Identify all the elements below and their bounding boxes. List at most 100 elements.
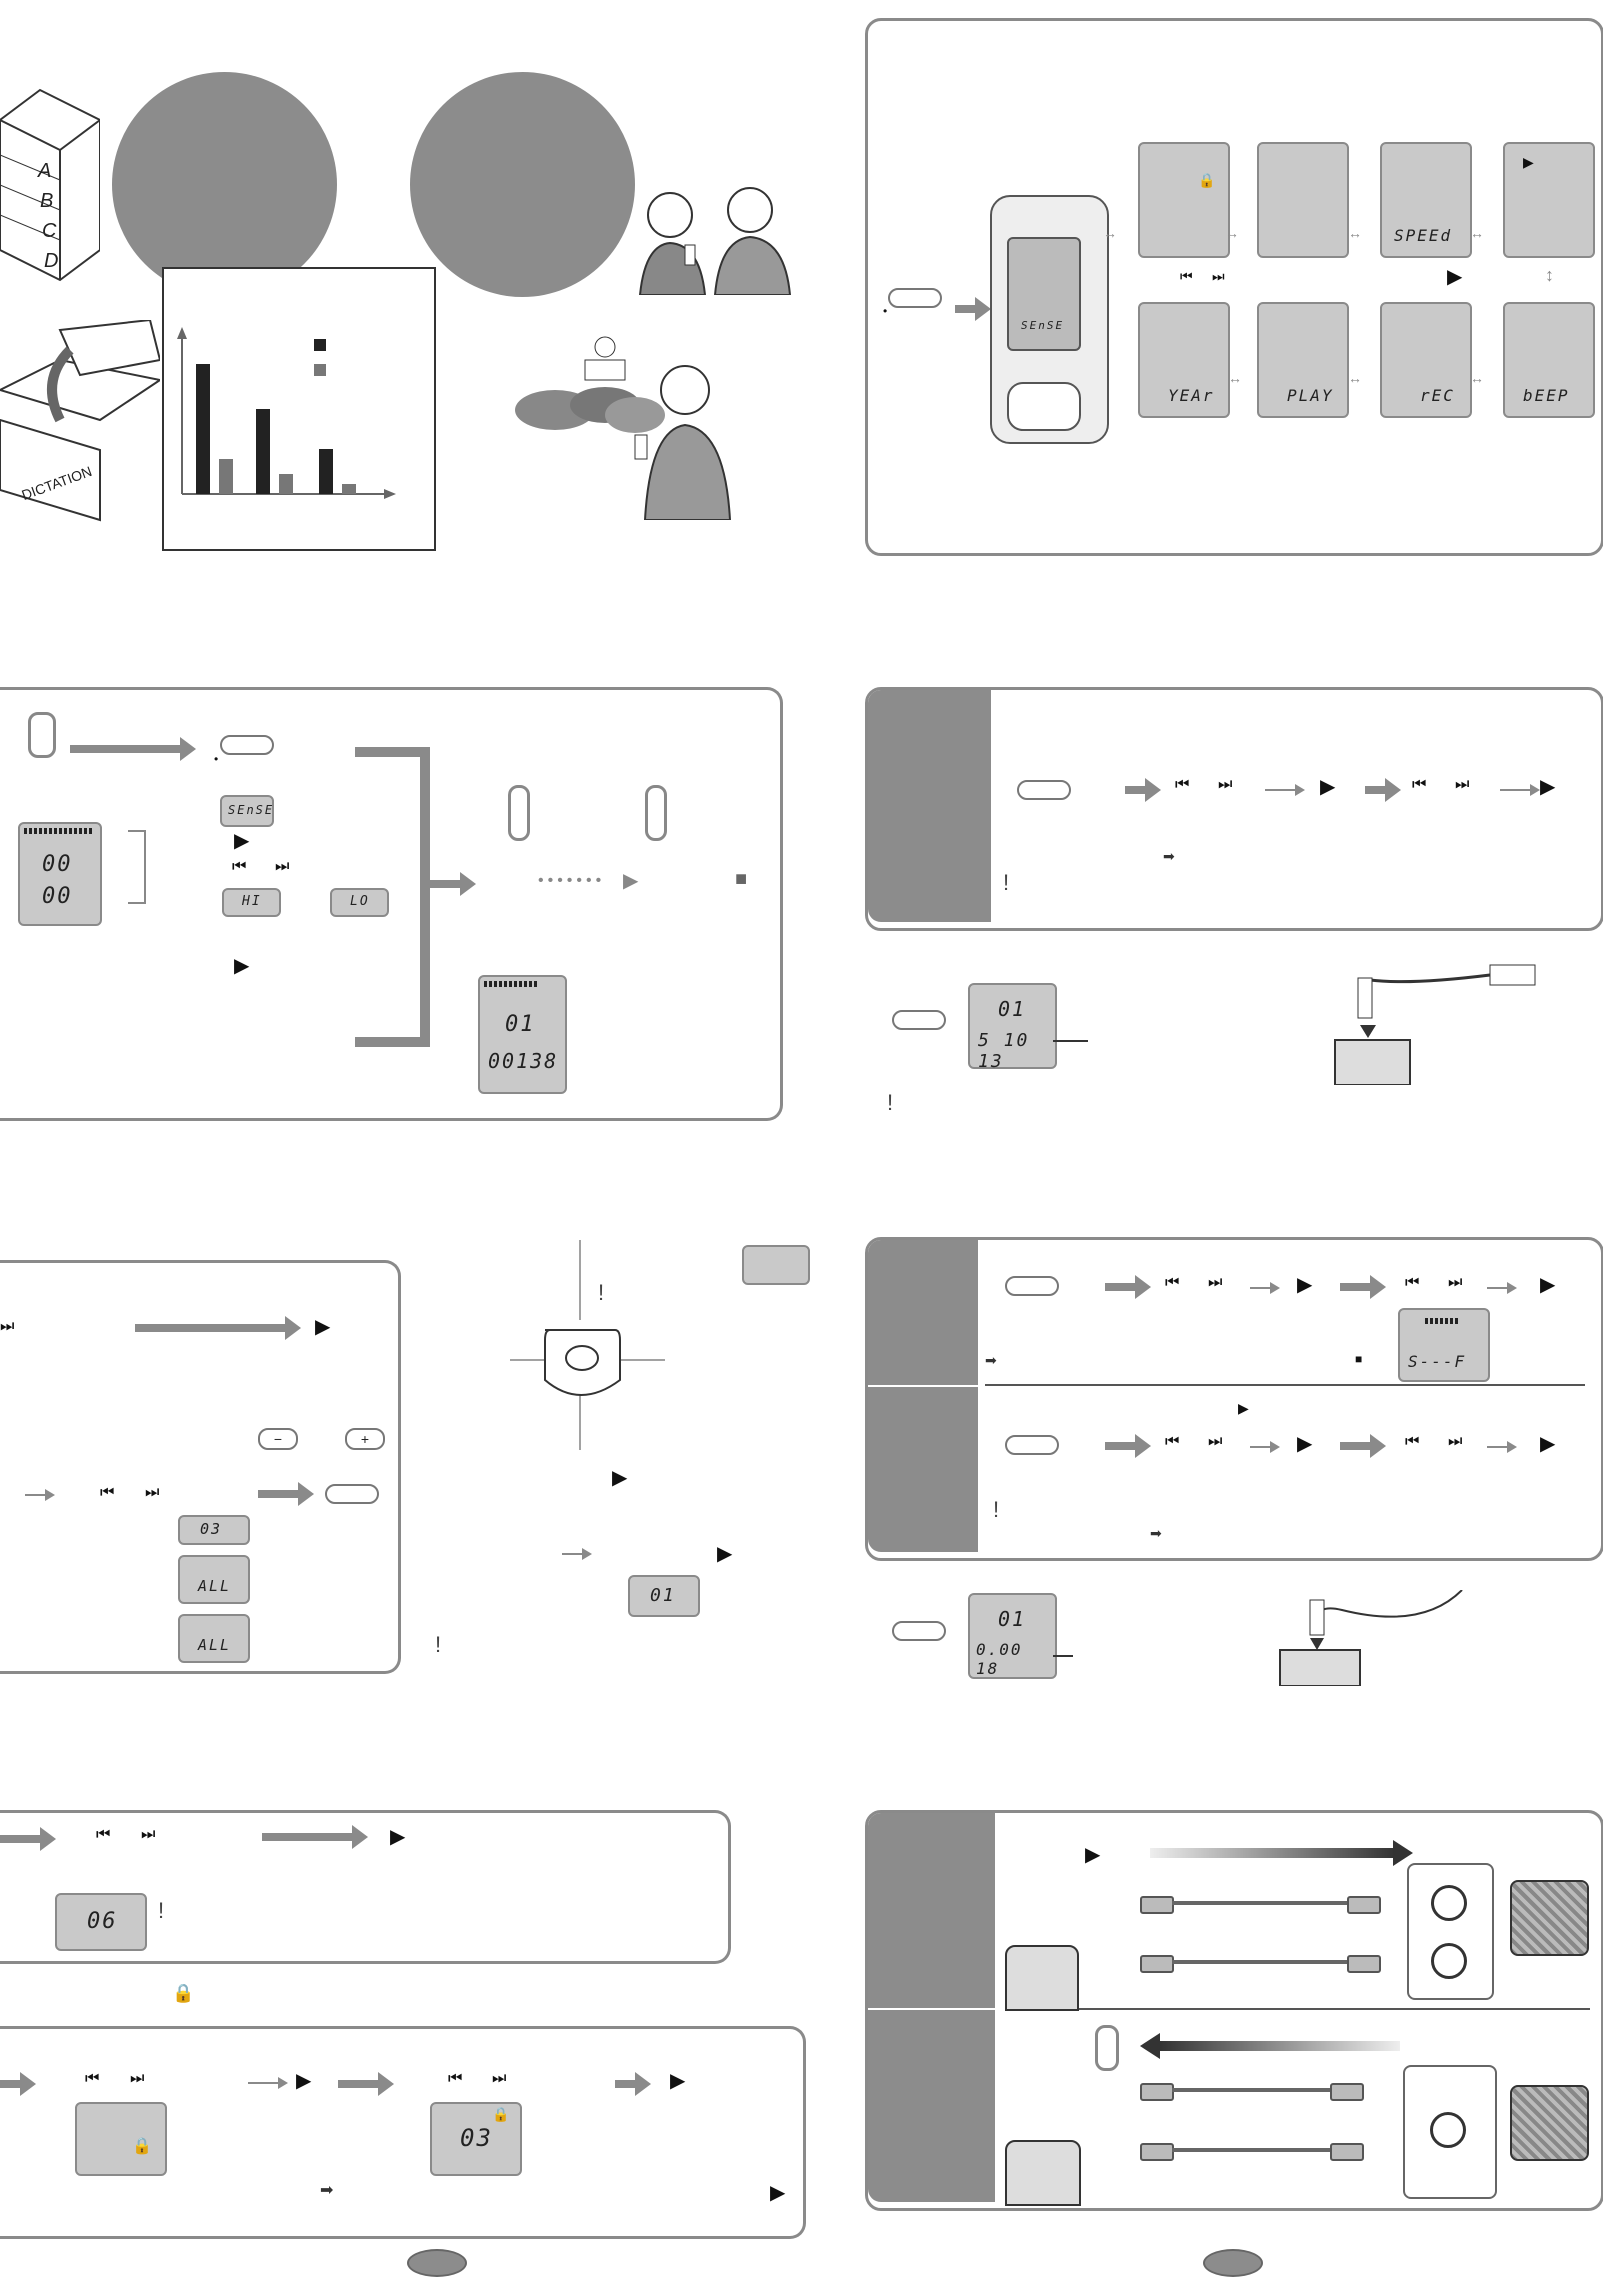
skip-back-icon-p2: ⏮	[1405, 1274, 1420, 1291]
arrow-bullet-v: ➡	[1163, 848, 1175, 864]
plug-2a	[1140, 1955, 1174, 1973]
lcd-small-status	[742, 1245, 810, 1285]
lcd-play-counter: 0.00 18	[976, 1640, 1023, 1678]
arrow-p7	[1340, 1434, 1386, 1458]
skip-fwd-icon-d: ⏭	[141, 1826, 156, 1843]
progress-dots: •••••••	[538, 872, 606, 889]
drawer-label-b: B	[40, 190, 54, 212]
gradient-arrow-right	[1150, 1848, 1395, 1858]
menu-button-e[interactable]	[892, 1621, 946, 1641]
arrow-10	[248, 2077, 288, 2089]
nav-button-diagram	[510, 1240, 670, 1450]
cable-1	[1172, 1901, 1347, 1905]
lcd-repeat-03: 03	[178, 1515, 250, 1545]
play-icon-dub: ▶	[1085, 1844, 1101, 1866]
arrow-p5	[1105, 1434, 1151, 1458]
stop-icon-p1: ■	[1355, 1352, 1363, 1366]
menu-button-b[interactable]	[325, 1484, 379, 1504]
menu-rec-text: rEC	[1420, 386, 1455, 405]
filing-cabinet-illustration: A B C D	[0, 80, 101, 310]
exclaim-icon: !	[598, 1280, 605, 1305]
dictation-box-illustration: DICTATION	[0, 318, 163, 540]
lcd-recording: 01 00138	[478, 975, 567, 1094]
arrow-bullet-p2: ➡	[1150, 1525, 1162, 1541]
lcd-repeat-all-2: ALL	[178, 1614, 250, 1663]
skip-back-icon-c: ⏮	[96, 1826, 111, 1843]
lcd-lock-blink-text: 03	[460, 2124, 493, 2152]
vertical-double-arrow: ↕	[1545, 265, 1554, 285]
arrow-p2	[1250, 1282, 1280, 1294]
stop-icon: ■	[735, 868, 748, 890]
lcd-lo-text: LO	[350, 894, 370, 909]
lcd-blink-01-text: 01	[650, 1585, 676, 1606]
double-arrow: ↔	[1225, 225, 1239, 241]
menu-button[interactable]	[220, 735, 274, 755]
skip-back-icon-v2: ⏮	[1412, 776, 1427, 793]
arrow-p6	[1250, 1441, 1280, 1453]
page-number-right	[1203, 2249, 1263, 2277]
play-icon-v2: ▶	[1540, 776, 1556, 798]
menu-beep-text: bEEP	[1523, 386, 1570, 405]
lock-icon: 🔒	[132, 2138, 152, 2155]
arrow-bullet: ➡	[320, 2182, 334, 2199]
play-icon-p2: ▶	[1540, 1274, 1556, 1296]
play-icon-c: ▶	[612, 1467, 628, 1489]
earphone-connect-illustration	[1262, 1589, 1472, 1687]
play-icon: ▶	[234, 830, 250, 852]
bracket	[128, 830, 146, 904]
arrow-7	[0, 1827, 56, 1851]
arrow	[70, 737, 196, 761]
menu-button-p1[interactable]	[1005, 1276, 1059, 1296]
drawer-label-d: D	[44, 250, 59, 272]
play-icon-p1: ▶	[1297, 1274, 1313, 1296]
menu-settings-panel	[865, 18, 1603, 556]
interview-illustration	[615, 175, 795, 296]
menu-button-d[interactable]	[892, 1010, 946, 1030]
arrow-3	[135, 1316, 301, 1340]
arrow-v2	[1265, 784, 1305, 796]
plug-3a	[1140, 2083, 1174, 2101]
arrow-p1	[1105, 1275, 1151, 1299]
cable-2	[1172, 1960, 1347, 1964]
lock-icon-2: 🔒	[492, 2106, 510, 2122]
play-icon-p4: ▶	[1297, 1433, 1313, 1455]
play-icon-g: ▶	[670, 2070, 686, 2092]
double-arrow: ↔	[1470, 370, 1484, 386]
gradient-arrowhead-right	[1393, 1840, 1413, 1866]
play-icon-menu: ▶	[1523, 154, 1534, 170]
plug-1a	[1140, 1896, 1174, 1914]
exclaim-icon-2: !	[435, 1632, 442, 1657]
cassette-recorder-2	[1510, 2085, 1589, 2161]
menu-button-p2[interactable]	[1005, 1435, 1059, 1455]
lcd-all-2-text: ALL	[198, 1636, 232, 1654]
skip-back-icon-v: ⏮	[1175, 776, 1190, 793]
skip-fwd-icon-e: ⏭	[130, 2070, 145, 2087]
lcd-repeat-all-1: ALL	[178, 1555, 250, 1604]
arrow-11	[338, 2072, 394, 2096]
arrow-8	[262, 1825, 368, 1849]
menu-lcd-speed: SPEEd	[1380, 142, 1472, 258]
skip-fwd-icon-p1: ⏭	[1208, 1274, 1223, 1291]
dubbing-panel-sidebar-1	[868, 1813, 995, 2008]
voice-panel-sidebar	[868, 690, 991, 922]
menu-lcd-play: ▶	[1503, 142, 1595, 258]
skip-back-icon-e: ⏮	[448, 2070, 463, 2087]
dot-icon-r: •	[883, 304, 888, 318]
lcd-counter-text: 00	[42, 884, 73, 909]
recorder-screen-text: SEnSE	[1021, 319, 1065, 332]
minus-label: −	[273, 1431, 283, 1447]
page-number-left	[407, 2249, 467, 2277]
play-icon-d: ▶	[717, 1543, 733, 1565]
minus-button[interactable]: −	[258, 1428, 298, 1450]
drawer-label-a: A	[38, 160, 52, 182]
skip-back-icon-p4: ⏮	[1405, 1433, 1420, 1450]
dubbing-panel-sidebar-2	[868, 2010, 995, 2202]
plug-1b	[1347, 1896, 1381, 1914]
skip-fwd-icon-r: ⏭	[1212, 268, 1225, 284]
menu-button-r[interactable]	[888, 288, 942, 308]
lcd-lo: LO	[330, 888, 389, 917]
menu-button-v[interactable]	[1017, 780, 1071, 800]
plus-button[interactable]: +	[345, 1428, 385, 1450]
mic-jack-icon	[1334, 964, 1536, 1086]
arrow-p8	[1487, 1441, 1517, 1453]
